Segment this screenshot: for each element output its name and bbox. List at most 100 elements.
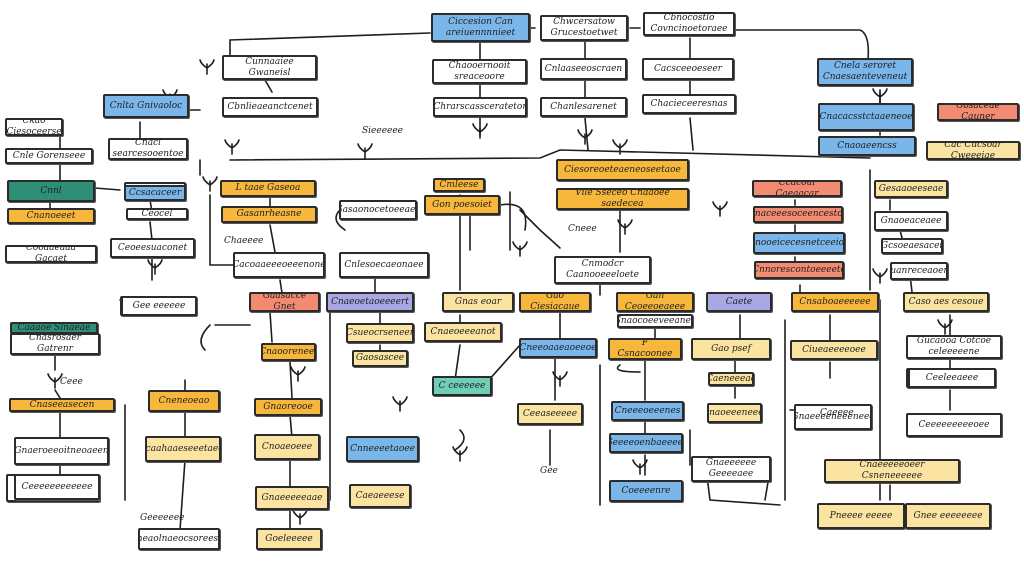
flow-node-n78: Ceeaseeeee [517, 403, 583, 425]
flow-node-n16: Cnela seroret Cnaesaenteveneut [817, 58, 913, 86]
flow-node-n22: Cnanoeeet [7, 208, 95, 224]
sprout-doodle-icon [937, 319, 953, 335]
flow-node-n44: Gcsoeaesacet [881, 238, 943, 254]
flow-node-label: Cacsceeoeseer [654, 63, 722, 74]
flow-node-label: Caso aes cesoue [908, 296, 984, 307]
flow-node-label: Cnacl searcesooentoe [112, 138, 184, 159]
sprout-doodle-icon [199, 59, 215, 75]
flow-node-n19: Gosaceae Cauner [937, 103, 1019, 121]
flow-node-n90: Gnaeeeeneeeneee [794, 404, 872, 430]
flow-node-n40: Cnooeicecesnetceeion [753, 232, 845, 254]
sprout-doodle-icon [452, 446, 468, 462]
flow-node-n37: Cnmodcr Caanooeeeloete [554, 256, 651, 284]
flow-node-label: Cnneeeetaoee [350, 443, 415, 454]
flow-node-n7: Cacsceeoeseer [642, 58, 734, 80]
flow-node-label: Gnaoreooe [263, 401, 313, 412]
flow-node-n56: Gnas eoar [442, 292, 514, 312]
flow-node-n35: Ciesoreoeteaeneoseetaoe [556, 159, 689, 181]
flow-node-label: C ceeeeee [438, 380, 486, 391]
sprout-doodle-icon [632, 459, 648, 475]
flow-node-label: Ceeleeaeee [925, 372, 979, 383]
flow-node-n70: Ciueaeeeeoee [790, 340, 878, 360]
flow-node-n87: Cnaeeeeeoeer Csneneeeeee [824, 459, 960, 483]
flow-node-n2: Chwcersatow Grucestoetwet [540, 15, 628, 41]
flow-node-n8: Cnlta Gnivaoloc [103, 94, 189, 118]
flow-node-label: Gnaocoeeveeaneo [617, 315, 693, 326]
flow-node-n50: Gnaeroeeoitneoaeen [14, 437, 109, 465]
flow-node-n64: Cnaooreneet [261, 343, 316, 361]
sprout-doodle-icon [392, 396, 408, 412]
flow-node-n21: Cnnl [7, 180, 95, 202]
flow-node-label: F Csnacoonee [617, 338, 673, 359]
flow-node-n69: Gao psef [691, 338, 771, 360]
flow-node-label: Cnnl [40, 185, 62, 196]
flow-node-label: Chaooernooit sreaceoore [448, 60, 511, 82]
flow-node-n54: Gaasacce Gnet [249, 292, 320, 312]
sprout-doodle-icon [224, 139, 240, 155]
flow-node-label: Cnsaboaeeeeee [799, 296, 871, 307]
flow-node-label: Cac Cucsoar Cweeeiae [944, 141, 1002, 160]
flow-node-n66: Caso aes cesoue [903, 292, 989, 312]
flow-node-label: Cnanoeeet [26, 210, 76, 221]
flow-node-n31: Cacoaaeeeoeeenone [233, 252, 325, 278]
flow-node-n17: Cnacacsstctaaeneoe [818, 103, 914, 131]
flow-node-label: Cooaaeaaa Gacaet [26, 245, 76, 263]
flow-node-label: Ceeeeeeeeeeee [21, 481, 93, 492]
flow-node-label: Gesaaoeeseae [878, 183, 944, 194]
flow-node-label: Caeneeeae [708, 373, 754, 384]
flow-node-n68: F Csnacoonee [608, 338, 682, 360]
flow-node-label: Cnmodcr Caanooeeeloete [566, 259, 639, 280]
flow-node-n85: Geeeeoenbaeeeet [609, 433, 683, 453]
flow-node-n77: C ceeeeee [432, 376, 492, 396]
flow-node-label: Cnlesoecaeonaee [344, 259, 424, 270]
flow-node-n63: Gnaocoeeveeaneo [617, 314, 693, 328]
flow-node-n46: Gasaonocetoeeaee [339, 200, 417, 220]
flow-node-n38: Ccacoul Caeaacar [752, 180, 842, 197]
sprout-doodle-icon [292, 509, 308, 525]
flow-node-n29: L taae Gaseoa [220, 180, 316, 197]
flow-node-n34: Gon poesoiet [424, 195, 500, 215]
flow-node-label: Ceoeesuaconet [117, 242, 188, 253]
flow-node-label: Cnlaaseeoscraen [544, 63, 623, 74]
flow-node-label: Ciueaeeeeoee [802, 344, 866, 355]
flow-node-n24: Cuit Ceocel wtocdl [126, 208, 188, 220]
flow-node-label: Ciccesion Can areiuennnnieet [445, 16, 516, 38]
sprout-doodle-icon [512, 241, 528, 257]
flow-node-label: Cacoaaeeeoeeenone [233, 259, 325, 270]
flow-node-label: Gnaoeeeneeet [709, 407, 760, 418]
flow-node-label: Cneneoeao [158, 395, 210, 406]
flow-node-label: Gan Ceoeeoeaeee [624, 292, 686, 312]
flow-node-n57: Gao Ciesiacaue [519, 292, 591, 312]
flow-node-n89: Ceeleeaeee [908, 368, 996, 388]
sprout-doodle-icon [577, 129, 593, 145]
flow-node-label: Chacieceeresnas [650, 98, 728, 109]
flow-node-label: Ccsacaceer [128, 187, 182, 198]
flow-node-label: Gasaonocetoeeaee [339, 204, 417, 215]
sprout-doodle-icon [202, 176, 218, 192]
flow-node-n95: Gee eeeeee [121, 296, 197, 316]
flow-node-label: Chwcersatow Grucestoetwet [550, 17, 618, 38]
flow-node-label: Gosaceae Cauner [956, 103, 1000, 121]
flow-node-n12: Chacieceeresnas [642, 94, 736, 114]
flow-node-n32: Cnlesoecaeonaee [339, 252, 429, 278]
sprout-doodle-icon [472, 123, 488, 139]
flow-node-n80: Gnaoeeeneeet [707, 403, 762, 423]
flow-node-label: Cnle Gorenseee [12, 150, 86, 161]
flow-node-n36: Vile Sseceo Cnaaoee saedecea [556, 188, 689, 210]
flow-node-n53: Ccaahaaeseeetaeot [145, 436, 221, 462]
flow-node-label: Gasanrheasne [236, 209, 302, 220]
flow-node-n60: Cnsaboaeeeeee [791, 292, 879, 312]
flow-node-n79: Cneeeoeeenes [611, 401, 684, 421]
flow-node-label: Gucaooa Cotcoe celeeeeene [916, 336, 992, 357]
flow-node-label: Gaasacce Gnet [262, 292, 307, 312]
flow-node-label: Gnas eoar [454, 296, 502, 307]
flow-node-label: Caete [725, 296, 753, 307]
flow-node-label: Chrarscassceratetor [433, 101, 527, 112]
flow-node-label: Gnaeroeeoitneoaeen [14, 445, 109, 456]
flow-node-label: Ccaahaaeseeetaeot [145, 443, 219, 454]
flow-node-label: Coeeeenre [621, 485, 671, 496]
flow-node-label: Gnaeeeeneeeneee [794, 411, 872, 422]
flow-node-label: Gon poesoiet [432, 199, 492, 210]
flow-node-n55: Cnaeoetaoeeeert [326, 292, 414, 312]
flow-node-n59: Caete [706, 292, 772, 312]
